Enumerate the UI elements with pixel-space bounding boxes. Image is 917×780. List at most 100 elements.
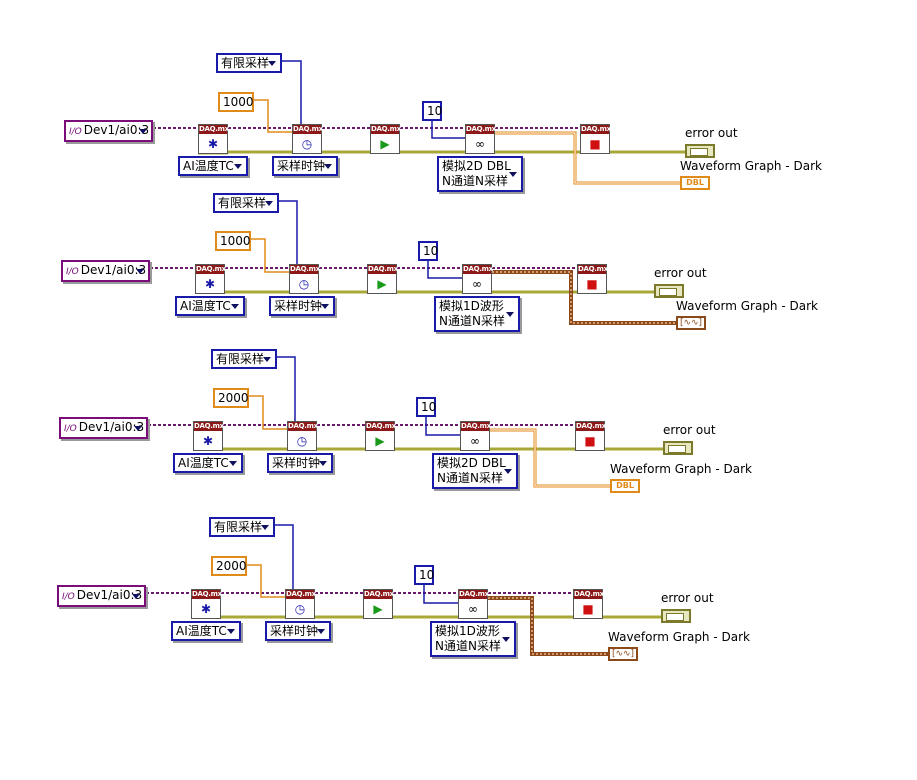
sample-mode-constant[interactable]: 有限采样	[209, 517, 275, 537]
daqmx-header: DAQ.mx	[293, 125, 323, 134]
timing-selector[interactable]: 采样时钟	[272, 156, 338, 176]
chevron-down-icon	[229, 461, 237, 466]
channel-type-selector[interactable]: AI温度TC	[171, 621, 241, 641]
play-icon: ▶	[380, 137, 390, 151]
channel-type-selector[interactable]: AI温度TC	[173, 453, 243, 473]
clock-icon: ◷	[301, 137, 313, 151]
channel-type-selector[interactable]: AI温度TC	[175, 296, 245, 316]
daqmx-header: DAQ.mx	[368, 265, 398, 274]
clear-task-vi[interactable]: DAQ.mx■	[575, 421, 606, 451]
sample-mode-constant[interactable]: 有限采样	[216, 53, 282, 73]
read-vi[interactable]: DAQ.mx∞	[460, 421, 491, 451]
clear-task-vi[interactable]: DAQ.mx■	[573, 589, 604, 619]
sample-mode-value: 有限采样	[216, 352, 265, 366]
channel-type-selector[interactable]: AI温度TC	[178, 156, 248, 176]
error-out-indicator[interactable]	[661, 609, 691, 623]
read-mode-line1: 模拟1D波形	[439, 299, 504, 313]
create-channel-vi[interactable]: DAQ.mx✱	[191, 589, 222, 619]
chevron-down-icon	[136, 269, 144, 274]
daqmx-header: DAQ.mx	[192, 590, 222, 599]
timing-vi[interactable]: DAQ.mx◷	[289, 264, 320, 294]
error-out-label: error out	[654, 266, 707, 280]
samples-constant[interactable]: 10	[418, 241, 438, 261]
start-task-vi[interactable]: DAQ.mx▶	[365, 421, 396, 451]
start-task-vi[interactable]: DAQ.mx▶	[367, 264, 398, 294]
clock-icon: ◷	[296, 434, 308, 448]
waveform-graph-terminal[interactable]: DBL	[610, 479, 640, 493]
clear-task-vi[interactable]: DAQ.mx■	[577, 264, 608, 294]
io-icon: I/O	[62, 592, 75, 602]
rate-constant[interactable]: 1000	[218, 92, 254, 112]
daqmx-header: DAQ.mx	[461, 422, 491, 431]
samples-constant[interactable]: 10	[414, 565, 434, 585]
daqmx-header: DAQ.mx	[459, 590, 489, 599]
channel-value: Dev1/ai0:3	[83, 123, 150, 137]
timing-vi[interactable]: DAQ.mx ◷	[292, 124, 323, 154]
glasses-icon: ∞	[472, 277, 482, 291]
waveform-graph-terminal[interactable]: [∿∿]	[608, 647, 638, 661]
create-channel-vi[interactable]: DAQ.mx ✱	[193, 421, 224, 451]
read-vi[interactable]: DAQ.mx∞	[462, 264, 493, 294]
waveform-graph-label: Waveform Graph - Dark	[608, 630, 750, 644]
waveform-graph-label: Waveform Graph - Dark	[610, 462, 752, 476]
timing-vi[interactable]: DAQ.mx◷	[287, 421, 318, 451]
start-task-vi[interactable]: DAQ.mx ▶	[370, 124, 401, 154]
sample-mode-constant[interactable]: 有限采样	[213, 193, 279, 213]
read-mode-line1: 模拟2D DBL	[442, 159, 511, 173]
channel-value: Dev1/ai0:3	[76, 588, 143, 602]
timing-value: 采样时钟	[277, 159, 326, 173]
read-vi[interactable]: DAQ.mx∞	[465, 124, 496, 154]
glasses-icon: ∞	[475, 137, 485, 151]
create-channel-vi[interactable]: DAQ.mx✱	[195, 264, 226, 294]
timing-vi[interactable]: DAQ.mx◷	[285, 589, 316, 619]
cluster-icon	[668, 445, 686, 453]
create-channel-icon: ✱	[202, 434, 214, 448]
stop-icon: ■	[586, 277, 598, 291]
error-out-label: error out	[661, 591, 714, 605]
diagram-3-wires	[148, 356, 663, 488]
cluster-icon	[690, 148, 708, 156]
waveform-graph-terminal[interactable]: DBL	[680, 176, 710, 190]
play-icon: ▶	[373, 602, 383, 616]
channel-type-value: AI温度TC	[180, 299, 231, 313]
timing-selector[interactable]: 采样时钟	[265, 621, 331, 641]
error-out-indicator[interactable]	[654, 284, 684, 298]
timing-value: 采样时钟	[272, 456, 321, 470]
chevron-down-icon	[506, 312, 514, 317]
timing-selector[interactable]: 采样时钟	[267, 453, 333, 473]
chevron-down-icon	[227, 629, 235, 634]
waveform-graph-terminal[interactable]: [∿∿]	[676, 316, 706, 330]
chevron-down-icon	[509, 172, 517, 177]
rate-constant[interactable]: 2000	[213, 388, 249, 408]
rate-constant[interactable]: 1000	[215, 231, 251, 251]
diagram-4-wires	[146, 524, 661, 656]
chevron-down-icon	[319, 461, 327, 466]
daqmx-header: DAQ.mx	[371, 125, 401, 134]
chevron-down-icon	[317, 629, 325, 634]
samples-constant[interactable]: 10	[422, 101, 442, 121]
cluster-icon	[659, 288, 677, 296]
chevron-down-icon	[234, 164, 242, 169]
sample-mode-constant[interactable]: 有限采样	[211, 349, 277, 369]
error-out-indicator[interactable]	[663, 441, 693, 455]
timing-selector[interactable]: 采样时钟	[269, 296, 335, 316]
create-channel-vi[interactable]: DAQ.mx✱	[198, 124, 229, 154]
clear-task-vi[interactable]: DAQ.mx■	[580, 124, 611, 154]
rate-constant[interactable]: 2000	[211, 556, 247, 576]
timing-value: 采样时钟	[274, 299, 323, 313]
error-out-indicator[interactable]	[685, 144, 715, 158]
daqmx-header: DAQ.mx	[574, 590, 604, 599]
start-task-vi[interactable]: DAQ.mx▶	[363, 589, 394, 619]
daqmx-header: DAQ.mx	[194, 422, 224, 431]
read-vi[interactable]: DAQ.mx∞	[458, 589, 489, 619]
samples-constant[interactable]: 10	[416, 397, 436, 417]
waveform-graph-label: Waveform Graph - Dark	[676, 299, 818, 313]
